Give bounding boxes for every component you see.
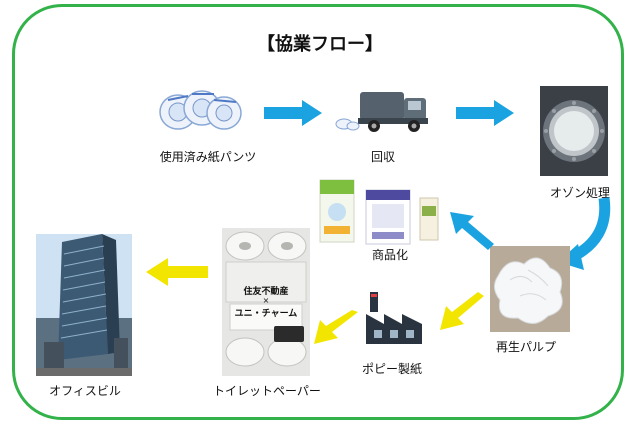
office-building-image xyxy=(36,234,132,376)
tissue-wrap-line1: 住友不動産 xyxy=(243,287,289,297)
page-title: 【協業フロー】 xyxy=(257,34,383,55)
label-pulp: 再生パルプ xyxy=(495,340,556,354)
garbage-truck-image xyxy=(334,88,434,136)
label-diapers: 使用済み紙パンツ xyxy=(159,150,257,164)
ozone-tank-image xyxy=(540,86,608,176)
factory-icon xyxy=(364,290,426,348)
tissue-wrap-line2: × xyxy=(262,296,270,305)
arrow-factory-to-tissue xyxy=(312,310,360,348)
label-factory: ポピー製紙 xyxy=(361,362,422,376)
arrow-tissue-to-office xyxy=(146,258,208,286)
tissue-wrap-line3: ユニ・チャーム xyxy=(234,309,298,319)
used-diapers-image xyxy=(158,86,244,136)
arrow-collect-to-ozone xyxy=(456,100,514,126)
label-office: オフィスビル xyxy=(49,384,121,398)
label-tissue: トイレットペーパー xyxy=(213,384,321,398)
label-ozone: オゾン処理 xyxy=(549,186,610,200)
arrow-diapers-to-collect xyxy=(264,100,322,126)
label-collect: 回収 xyxy=(370,150,395,164)
recycled-pulp-image xyxy=(490,246,570,332)
arrow-pulp-to-factory xyxy=(438,292,486,332)
arrow-pulp-to-products xyxy=(448,210,496,252)
products-image xyxy=(318,176,442,246)
toilet-paper-image: 住友不動産 × ユニ・チャーム xyxy=(222,228,310,376)
label-products: 商品化 xyxy=(371,248,408,262)
flow-frame xyxy=(12,4,624,420)
